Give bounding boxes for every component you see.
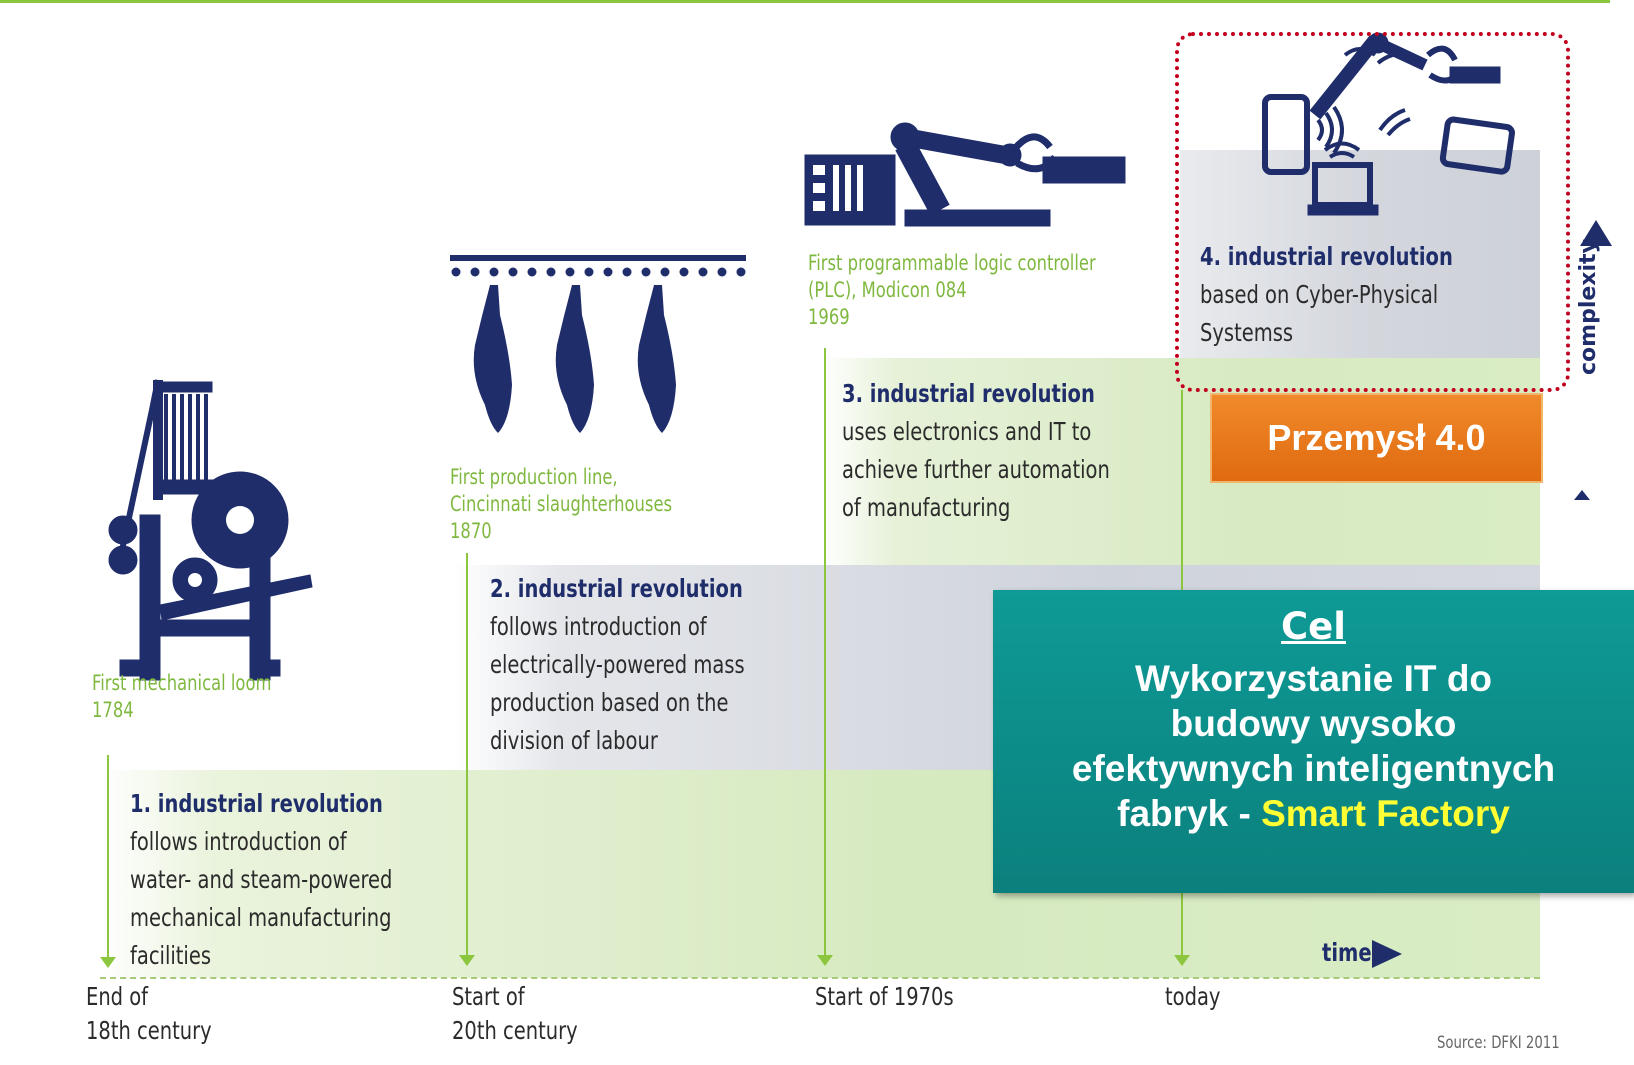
revolution-3-line-2: achieve further automation xyxy=(842,455,1110,484)
timeline-label-4-line-1: today xyxy=(1165,982,1221,1011)
revolution-3: 3. industrial revolution uses electronic… xyxy=(842,375,1110,527)
timeline-label-3-line-1: Start of 1970s xyxy=(815,982,954,1011)
revolution-3-title: 3. industrial revolution xyxy=(842,379,1095,408)
complexity-small-arrow-icon xyxy=(1574,490,1590,500)
timeline-label-1-line-2: 18th century xyxy=(86,1016,212,1045)
revolution-2-title: 2. industrial revolution xyxy=(490,574,743,603)
goal-box: Cel Wykorzystanie IT do budowy wysoko ef… xyxy=(993,590,1634,893)
marker-arrow-4 xyxy=(1174,955,1190,966)
revolution-3-line-3: of manufacturing xyxy=(842,493,1011,522)
marker-line-1 xyxy=(107,755,109,960)
revolution-1-line-4: facilities xyxy=(130,941,212,970)
slaughterhouse-line-icon xyxy=(450,255,746,433)
revolution-2-line-2: electrically-powered mass xyxy=(490,650,745,679)
goal-text: Wykorzystanie IT do budowy wysoko efekty… xyxy=(993,656,1634,836)
timeline-label-1: End of 18th century xyxy=(86,980,212,1048)
milestone-plc-line-3: 1969 xyxy=(808,305,850,329)
plc-robot-arm-icon xyxy=(804,122,1126,227)
complexity-axis-label: complexity xyxy=(1576,239,1601,375)
milestone-loom-line-1: First mechanical loom xyxy=(92,671,272,695)
timeline-label-3: Start of 1970s xyxy=(815,980,954,1014)
timeline-label-4: today xyxy=(1165,980,1220,1014)
milestone-loom: First mechanical loom 1784 xyxy=(92,670,271,724)
milestone-production-line-1: First production line, xyxy=(450,465,618,489)
milestone-production-line: First production line, Cincinnati slaugh… xyxy=(450,464,672,545)
milestone-plc-line-1: First programmable logic controller xyxy=(808,251,1096,275)
marker-arrow-3 xyxy=(817,955,833,966)
goal-line-2: budowy wysoko xyxy=(1170,703,1457,744)
marker-line-2 xyxy=(466,553,468,958)
goal-line-4-prefix: fabryk - xyxy=(1117,793,1262,834)
timeline-label-2-line-2: 20th century xyxy=(452,1016,578,1045)
step-4-band xyxy=(1180,150,1540,358)
marker-arrow-2 xyxy=(459,955,475,966)
goal-heading: Cel xyxy=(1281,605,1346,648)
milestone-production-line-2: Cincinnati slaughterhouses xyxy=(450,492,673,516)
complexity-arrow-icon xyxy=(1580,220,1612,246)
goal-line-4: fabryk - Smart Factory xyxy=(999,791,1628,836)
top-rule xyxy=(0,0,1610,3)
loom-icon xyxy=(108,379,313,681)
smart-factory-highlight: Smart Factory xyxy=(1261,793,1510,834)
industry-4-badge: Przemysł 4.0 xyxy=(1210,393,1543,483)
revolution-1: 1. industrial revolution follows introdu… xyxy=(130,785,392,975)
revolution-1-title: 1. industrial revolution xyxy=(130,789,383,818)
time-axis-label: time xyxy=(1322,938,1372,967)
marker-arrow-1 xyxy=(100,957,116,968)
milestone-production-line-3: 1870 xyxy=(450,519,492,543)
revolution-4-line-2: Systemss xyxy=(1200,318,1294,347)
source-credit: Source: DFKI 2011 xyxy=(1437,1033,1560,1053)
revolution-1-line-3: mechanical manufacturing xyxy=(130,903,392,932)
timeline-label-1-line-1: End of xyxy=(86,982,149,1011)
revolution-2-line-4: division of labour xyxy=(490,726,658,755)
revolution-1-line-1: follows introduction of xyxy=(130,827,347,856)
revolution-4-title: 4. industrial revolution xyxy=(1200,242,1453,271)
industry-4-highlight-frame xyxy=(1175,32,1570,392)
cyber-physical-devices-icon xyxy=(1262,32,1515,216)
revolution-2-line-3: production based on the xyxy=(490,688,729,717)
time-axis xyxy=(100,977,1540,979)
milestone-plc-line-2: (PLC), Modicon 084 xyxy=(808,278,967,302)
revolution-3-line-1: uses electronics and IT to xyxy=(842,417,1092,446)
revolution-4-line-1: based on Cyber-Physical xyxy=(1200,280,1439,309)
revolution-2-line-1: follows introduction of xyxy=(490,612,707,641)
revolution-4: 4. industrial revolution based on Cyber-… xyxy=(1200,238,1453,352)
timeline-label-2: Start of 20th century xyxy=(452,980,578,1048)
timeline-label-2-line-1: Start of xyxy=(452,982,525,1011)
goal-line-3: efektywnych inteligentnych xyxy=(1071,748,1556,789)
time-arrow-icon xyxy=(1372,940,1402,968)
marker-line-3 xyxy=(824,348,826,958)
revolution-1-line-2: water- and steam-powered xyxy=(130,865,393,894)
goal-line-1: Wykorzystanie IT do xyxy=(1134,658,1493,699)
revolution-2: 2. industrial revolution follows introdu… xyxy=(490,570,745,760)
milestone-plc: First programmable logic controller (PLC… xyxy=(808,250,1096,331)
milestone-loom-line-2: 1784 xyxy=(92,698,134,722)
